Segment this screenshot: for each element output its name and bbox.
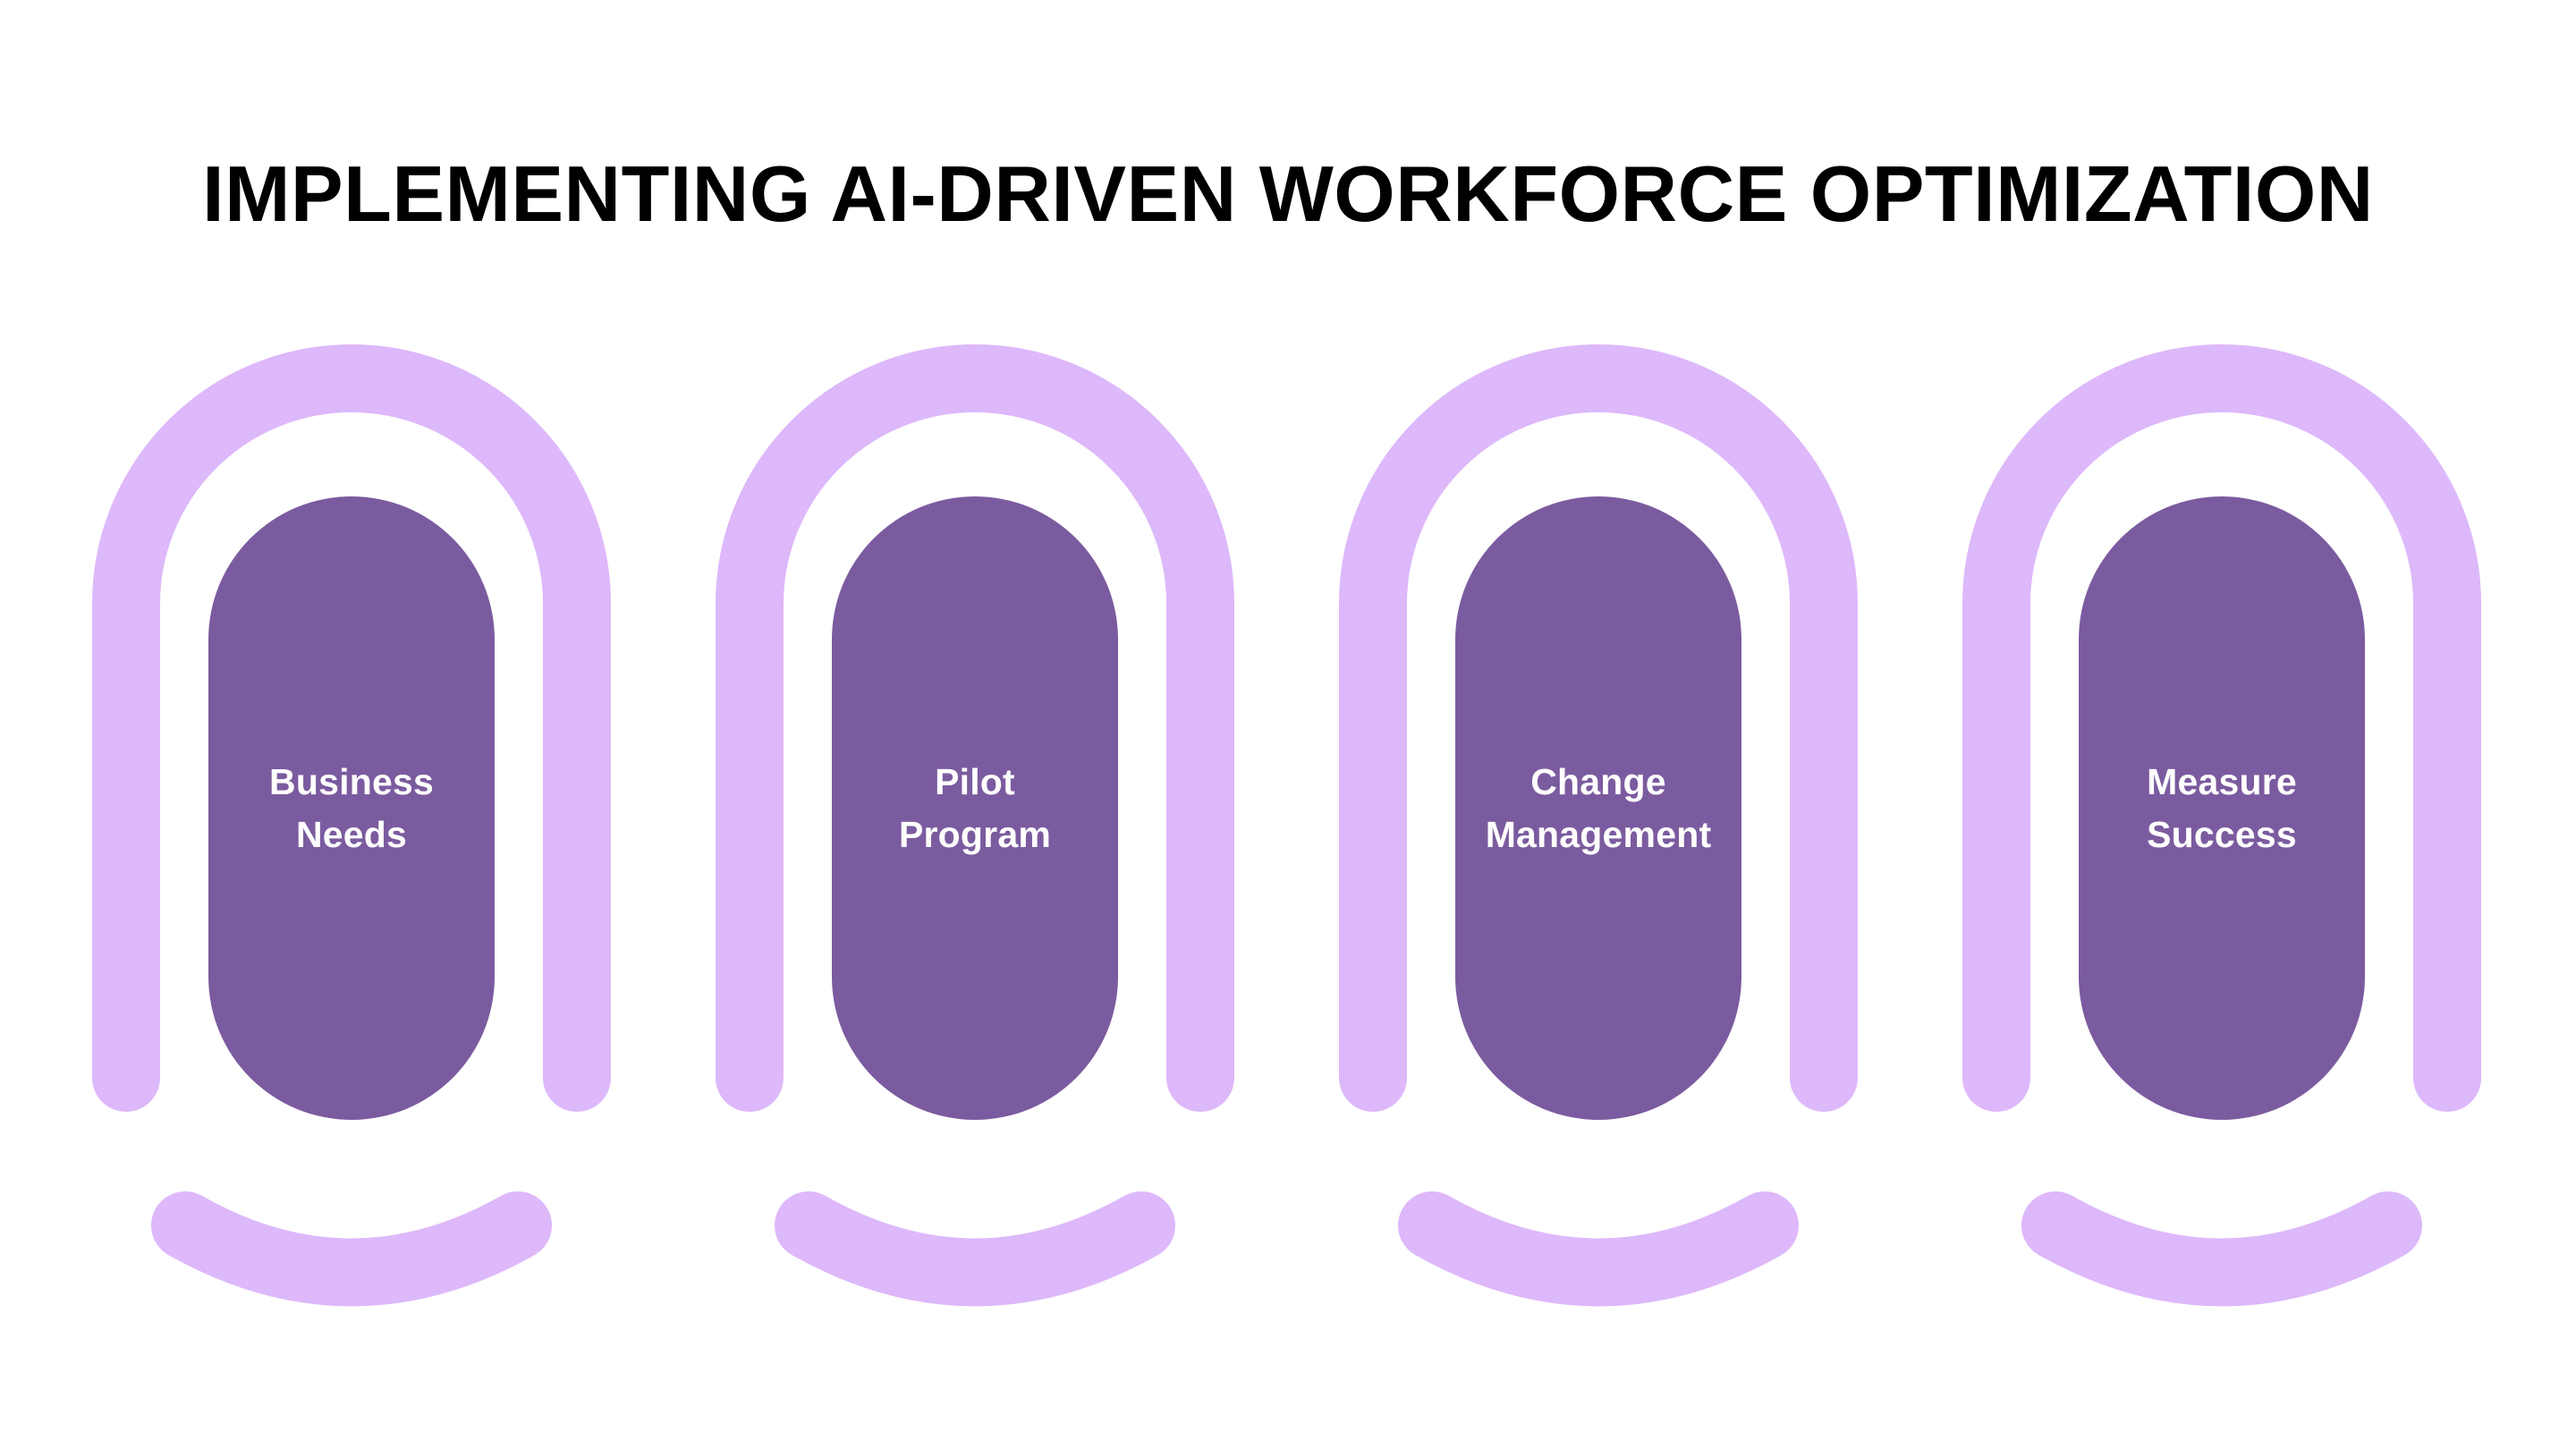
outer-arc-shape	[1962, 344, 2481, 1112]
outer-arc-shape	[716, 344, 1234, 1112]
bottom-arc-shape	[151, 1191, 552, 1307]
outer-arc-shape	[1339, 344, 1858, 1112]
step-graphic	[716, 344, 1234, 1307]
step-item[interactable]: Measure Success	[1962, 344, 2481, 1307]
page-title: IMPLEMENTING AI-DRIVEN WORKFORCE OPTIMIZ…	[202, 148, 2374, 238]
step-graphic	[1962, 344, 2481, 1307]
outer-arc-shape	[92, 344, 611, 1112]
step-item[interactable]: Pilot Program	[716, 344, 1234, 1307]
step-item[interactable]: Change Management	[1339, 344, 1858, 1307]
bottom-arc-shape	[2021, 1191, 2422, 1307]
step-graphic	[92, 344, 611, 1307]
step-pill-shape	[2079, 496, 2365, 1120]
step-item[interactable]: Business Needs	[92, 344, 611, 1307]
step-graphic	[1339, 344, 1858, 1307]
bottom-arc-shape	[1398, 1191, 1799, 1307]
step-pill-shape	[832, 496, 1118, 1120]
steps-row: Business Needs Pilot Program	[92, 344, 2489, 1307]
step-pill-shape	[208, 496, 495, 1120]
step-pill-shape	[1455, 496, 1741, 1120]
bottom-arc-shape	[775, 1191, 1175, 1307]
